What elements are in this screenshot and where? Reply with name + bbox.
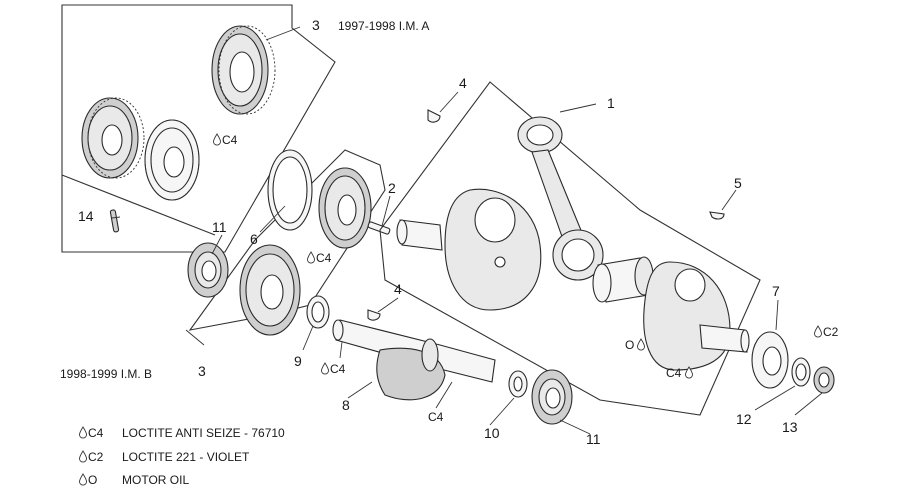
droplet-icon bbox=[321, 362, 329, 375]
callout-3-bottom: 3 bbox=[198, 363, 206, 379]
nut-13 bbox=[813, 366, 835, 394]
svg-text:MOTOR OIL: MOTOR OIL bbox=[122, 473, 189, 487]
mark-c4-shaft-end: C4 bbox=[428, 410, 444, 424]
callout-2: 2 bbox=[388, 180, 396, 196]
callout-6: 6 bbox=[250, 231, 258, 247]
gear-b-upper bbox=[318, 167, 372, 249]
callout-13: 13 bbox=[782, 419, 798, 435]
gear-b-lower bbox=[239, 244, 301, 336]
callout-11-right: 11 bbox=[586, 431, 601, 447]
svg-text:LOCTITE ANTI SEIZE - 76710: LOCTITE ANTI SEIZE - 76710 bbox=[122, 426, 285, 440]
callout-7: 7 bbox=[772, 283, 780, 299]
callout-8: 8 bbox=[342, 397, 350, 413]
bearing-right bbox=[531, 369, 573, 425]
droplet-icon bbox=[213, 133, 221, 146]
washer-12 bbox=[791, 357, 811, 387]
gear-a-left bbox=[81, 97, 145, 179]
kit-box-crank-assembly bbox=[379, 81, 761, 416]
svg-text:O: O bbox=[625, 338, 634, 352]
shaft-8 bbox=[332, 319, 496, 401]
group-b-label: 1998-1999 I.M. B bbox=[60, 367, 152, 381]
droplet-icon bbox=[79, 450, 87, 463]
bearing-left bbox=[187, 242, 229, 298]
gear-large-top bbox=[211, 25, 276, 115]
connecting-rod bbox=[517, 116, 604, 281]
ring-6 bbox=[267, 149, 313, 231]
leader-lines bbox=[111, 26, 823, 435]
group-a-label: 1997-1998 I.M. A bbox=[338, 19, 429, 33]
callout-5: 5 bbox=[734, 175, 742, 191]
crank-half-left bbox=[396, 188, 542, 311]
washer-9 bbox=[306, 295, 330, 329]
svg-text:LOCTITE 221 - VIOLET: LOCTITE 221 - VIOLET bbox=[122, 450, 250, 464]
droplet-icon bbox=[814, 325, 822, 338]
svg-text:C4: C4 bbox=[666, 366, 682, 380]
callout-10: 10 bbox=[484, 425, 500, 441]
callout-12: 12 bbox=[736, 411, 752, 427]
crank-half-right bbox=[643, 261, 750, 371]
callout-9: 9 bbox=[294, 353, 302, 369]
legend-row-c4: C4 LOCTITE ANTI SEIZE - 76710 bbox=[79, 426, 285, 440]
svg-text:C4: C4 bbox=[316, 251, 332, 265]
callout-3-top: 3 bbox=[312, 17, 320, 33]
legend-row-c2: C2 LOCTITE 221 - VIOLET bbox=[79, 450, 250, 464]
callout-1: 1 bbox=[607, 95, 615, 111]
woodruff-key-shaft bbox=[367, 309, 381, 321]
legend: C4 LOCTITE ANTI SEIZE - 76710 C2 LOCTITE… bbox=[79, 426, 285, 487]
dowel-pin bbox=[109, 209, 120, 233]
callout-14: 14 bbox=[78, 208, 94, 224]
mark-c4-flywheel: C4 bbox=[666, 366, 693, 380]
callout-11-left: 11 bbox=[212, 219, 227, 235]
callout-4-top: 4 bbox=[459, 75, 467, 91]
svg-text:C2: C2 bbox=[88, 450, 104, 464]
mark-c4-gear-a: C4 bbox=[213, 133, 238, 147]
svg-text:O: O bbox=[88, 473, 97, 487]
washer-7 bbox=[751, 331, 789, 389]
mark-oil-pin: O bbox=[625, 338, 645, 352]
washer-10 bbox=[508, 370, 528, 398]
kit-box-group-a bbox=[61, 4, 336, 253]
kit-box-divider bbox=[61, 174, 216, 236]
droplet-icon bbox=[79, 426, 87, 439]
pin-2 bbox=[367, 221, 391, 235]
legend-row-oil: O MOTOR OIL bbox=[79, 473, 189, 487]
callout-4-mid: 4 bbox=[394, 281, 402, 297]
svg-text:C2: C2 bbox=[823, 325, 839, 339]
gear-a-right bbox=[144, 119, 200, 201]
droplet-icon bbox=[79, 473, 87, 486]
woodruff-key-top bbox=[427, 109, 441, 123]
svg-text:C4: C4 bbox=[330, 362, 346, 376]
svg-text:C4: C4 bbox=[428, 410, 444, 424]
mark-c2-nut: C2 bbox=[814, 325, 839, 339]
svg-text:C4: C4 bbox=[222, 133, 238, 147]
droplet-icon bbox=[307, 251, 315, 264]
crank-pin bbox=[592, 256, 654, 303]
mark-c4-gear-b: C4 bbox=[307, 251, 332, 265]
droplet-icon bbox=[637, 338, 645, 351]
woodruff-key-right bbox=[709, 211, 725, 220]
mark-c4-shaft: C4 bbox=[321, 362, 346, 376]
svg-text:C4: C4 bbox=[88, 426, 104, 440]
